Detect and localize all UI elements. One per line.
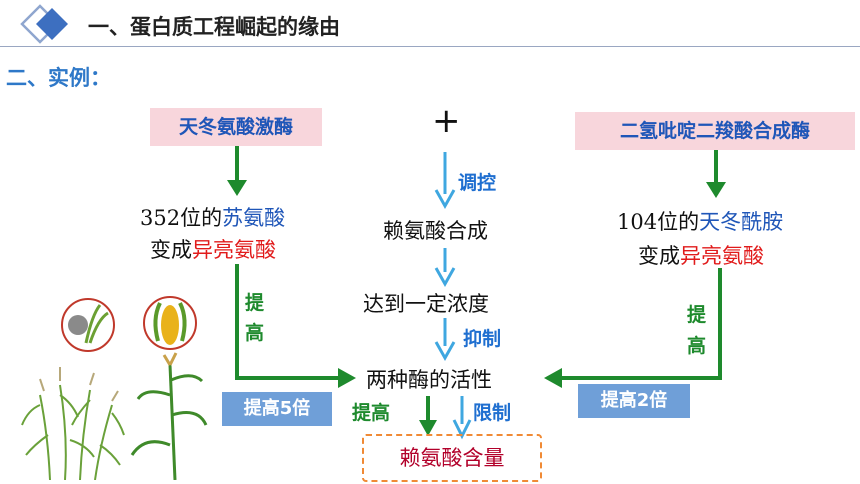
header-logo-icon [16,4,76,44]
page-title: 一、蛋白质工程崛起的缘由 [88,15,340,39]
corn-plant-illustration [21,296,208,480]
concentration-step: 达到一定浓度 [363,292,489,316]
left-mutation-line1: 352位的苏氨酸 [140,206,286,230]
enzyme-activity-step: 两种酶的活性 [366,368,492,392]
wheat-plants-icon [21,367,125,480]
left-raise-char1: 提 [245,292,265,314]
header-divider [0,46,860,47]
left-mutation-line2: 变成异亮氨酸 [150,238,276,262]
right-mutation-line1: 104位的天冬酰胺 [617,210,784,234]
left-to-activity-arrow [235,264,356,388]
lysine-content-result: 赖氨酸含量 [362,434,542,482]
enzyme-box-aspartate-kinase: 天冬氨酸激酶 [150,108,322,146]
bottom-blue-arrow [452,396,472,440]
bottom-raise-label: 提高 [352,402,391,424]
right-raise-char2: 高 [687,335,707,357]
corn-stalk-icon [130,352,208,480]
right-to-activity-arrow [544,268,722,388]
left-increase-badge: 提高5倍 [222,392,332,426]
right-mutation-line2: 变成异亮氨酸 [638,244,764,268]
bottom-green-arrow [419,396,437,436]
right-down-arrow [706,150,726,198]
left-down-arrow [227,146,247,196]
regulate-label: 调控 [458,172,497,194]
corn-cob-icon [143,296,197,350]
right-increase-badge: 提高2倍 [578,384,690,418]
left-raise-char2: 高 [245,322,265,344]
inhibit-label: 抑制 [463,328,502,350]
lysine-synthesis-step: 赖氨酸合成 [383,219,488,243]
center-arrow-3 [434,318,456,362]
section-heading: 二、实例： [6,66,111,90]
plus-sign: + [432,101,461,141]
right-raise-char1: 提 [687,304,707,326]
center-arrow-2 [434,248,456,288]
center-arrow-1 [434,152,456,210]
enzyme-box-dhdps: 二氢吡啶二羧酸合成酶 [575,112,855,150]
corn-kernel-icon [61,298,115,352]
bottom-limit-label: 限制 [473,402,512,424]
